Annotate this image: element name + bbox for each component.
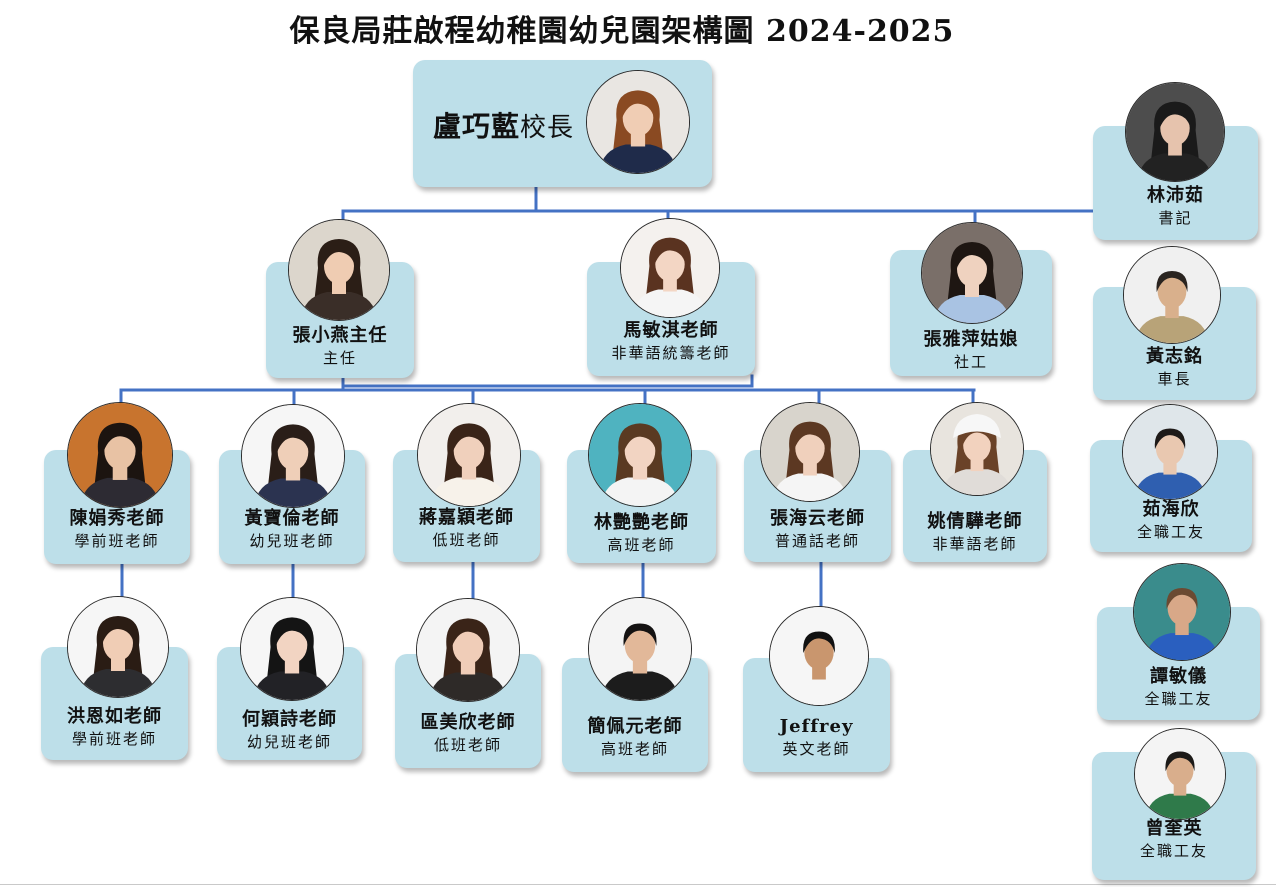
avatar-illustration <box>587 71 689 173</box>
staff-role: 英文老師 <box>782 740 851 758</box>
staff-role: 全職工友 <box>1139 842 1208 860</box>
avatar-illustration <box>1123 405 1217 499</box>
avatar <box>1134 728 1226 820</box>
avatar-illustration <box>621 219 719 317</box>
staff-name: 區美欣老師 <box>420 712 516 733</box>
avatar-illustration <box>241 598 343 700</box>
staff-name: 何穎詩老師 <box>242 709 337 730</box>
avatar-illustration <box>922 223 1022 323</box>
avatar <box>930 402 1024 496</box>
staff-role: 全職工友 <box>1144 690 1213 708</box>
staff-role: 高班老師 <box>607 536 676 554</box>
staff-name: 馬敏淇老師 <box>623 320 719 341</box>
avatar <box>67 402 173 508</box>
avatar <box>288 219 390 321</box>
staff-role: 全職工友 <box>1136 523 1205 541</box>
principal-label: 盧巧藍校長 <box>433 105 574 145</box>
avatar <box>240 597 344 701</box>
staff-name: 茹海欣 <box>1142 499 1200 520</box>
staff-name: 黃志銘 <box>1146 346 1203 367</box>
staff-name: 張小燕主任 <box>292 325 388 346</box>
staff-name: 張海云老師 <box>770 508 865 529</box>
avatar <box>921 222 1023 324</box>
avatar <box>588 597 692 701</box>
avatar-illustration <box>770 607 868 705</box>
avatar <box>67 596 169 698</box>
staff-role: 高班老師 <box>600 740 669 758</box>
avatar-illustration <box>1135 729 1225 819</box>
staff-name: 黃寶倫老師 <box>244 508 340 529</box>
avatar <box>769 606 869 706</box>
avatar-illustration <box>589 598 691 700</box>
staff-card: 譚敏儀 全職工友 <box>1097 607 1260 720</box>
staff-name: 林沛茹 <box>1147 185 1204 206</box>
avatar <box>241 404 345 508</box>
staff-role: 學前班老師 <box>74 532 160 550</box>
staff-role: 幼兒班老師 <box>249 532 335 550</box>
avatar-illustration <box>1134 564 1230 660</box>
staff-role: 社工 <box>953 353 988 371</box>
avatar <box>586 70 690 174</box>
avatar <box>417 403 521 507</box>
staff-name: 姚倩驊老師 <box>927 511 1023 532</box>
avatar-illustration <box>761 403 859 501</box>
avatar-illustration <box>1126 83 1224 181</box>
avatar <box>1123 246 1221 344</box>
avatar-illustration <box>289 220 389 320</box>
staff-role: 低班老師 <box>432 531 501 549</box>
avatar <box>416 598 520 702</box>
staff-name: Jeffrey <box>779 716 854 737</box>
staff-role: 普通話老師 <box>774 532 860 550</box>
avatar-illustration <box>418 404 520 506</box>
staff-role: 非華語統籌老師 <box>611 344 731 362</box>
staff-role: 學前班老師 <box>71 730 157 748</box>
avatar-illustration <box>931 403 1023 495</box>
staff-role: 書記 <box>1158 209 1193 227</box>
staff-name: 陳娟秀老師 <box>69 508 165 529</box>
staff-name: 曾奎英 <box>1145 818 1203 839</box>
staff-name: 洪恩如老師 <box>67 706 162 727</box>
avatar <box>620 218 720 318</box>
avatar <box>1133 563 1231 661</box>
avatar-illustration <box>589 404 691 506</box>
principal-role: 校長 <box>520 113 575 143</box>
staff-role: 車長 <box>1157 370 1192 388</box>
staff-role: 非華語老師 <box>932 535 1018 553</box>
staff-role: 主任 <box>322 349 357 367</box>
chart-title: 保良局莊啟程幼稚園幼兒園架構圖 2024-2025 <box>289 14 955 49</box>
avatar <box>1122 404 1218 500</box>
avatar <box>588 403 692 507</box>
avatar-illustration <box>1124 247 1220 343</box>
avatar <box>1125 82 1225 182</box>
staff-name: 譚敏儀 <box>1150 666 1207 687</box>
staff-name: 蔣嘉穎老師 <box>419 507 514 528</box>
staff-name: 林艷艷老師 <box>594 512 689 533</box>
staff-role: 幼兒班老師 <box>246 733 332 751</box>
avatar <box>760 402 860 502</box>
staff-name: 簡佩元老師 <box>587 716 683 737</box>
staff-role: 低班老師 <box>433 736 502 754</box>
page-bottom-border <box>0 884 1276 885</box>
avatar-illustration <box>417 599 519 701</box>
avatar-illustration <box>68 403 172 507</box>
avatar-illustration <box>68 597 168 697</box>
staff-name: 張雅萍姑娘 <box>923 329 1019 350</box>
principal-name: 盧巧藍 <box>433 110 521 143</box>
avatar-illustration <box>242 405 344 507</box>
